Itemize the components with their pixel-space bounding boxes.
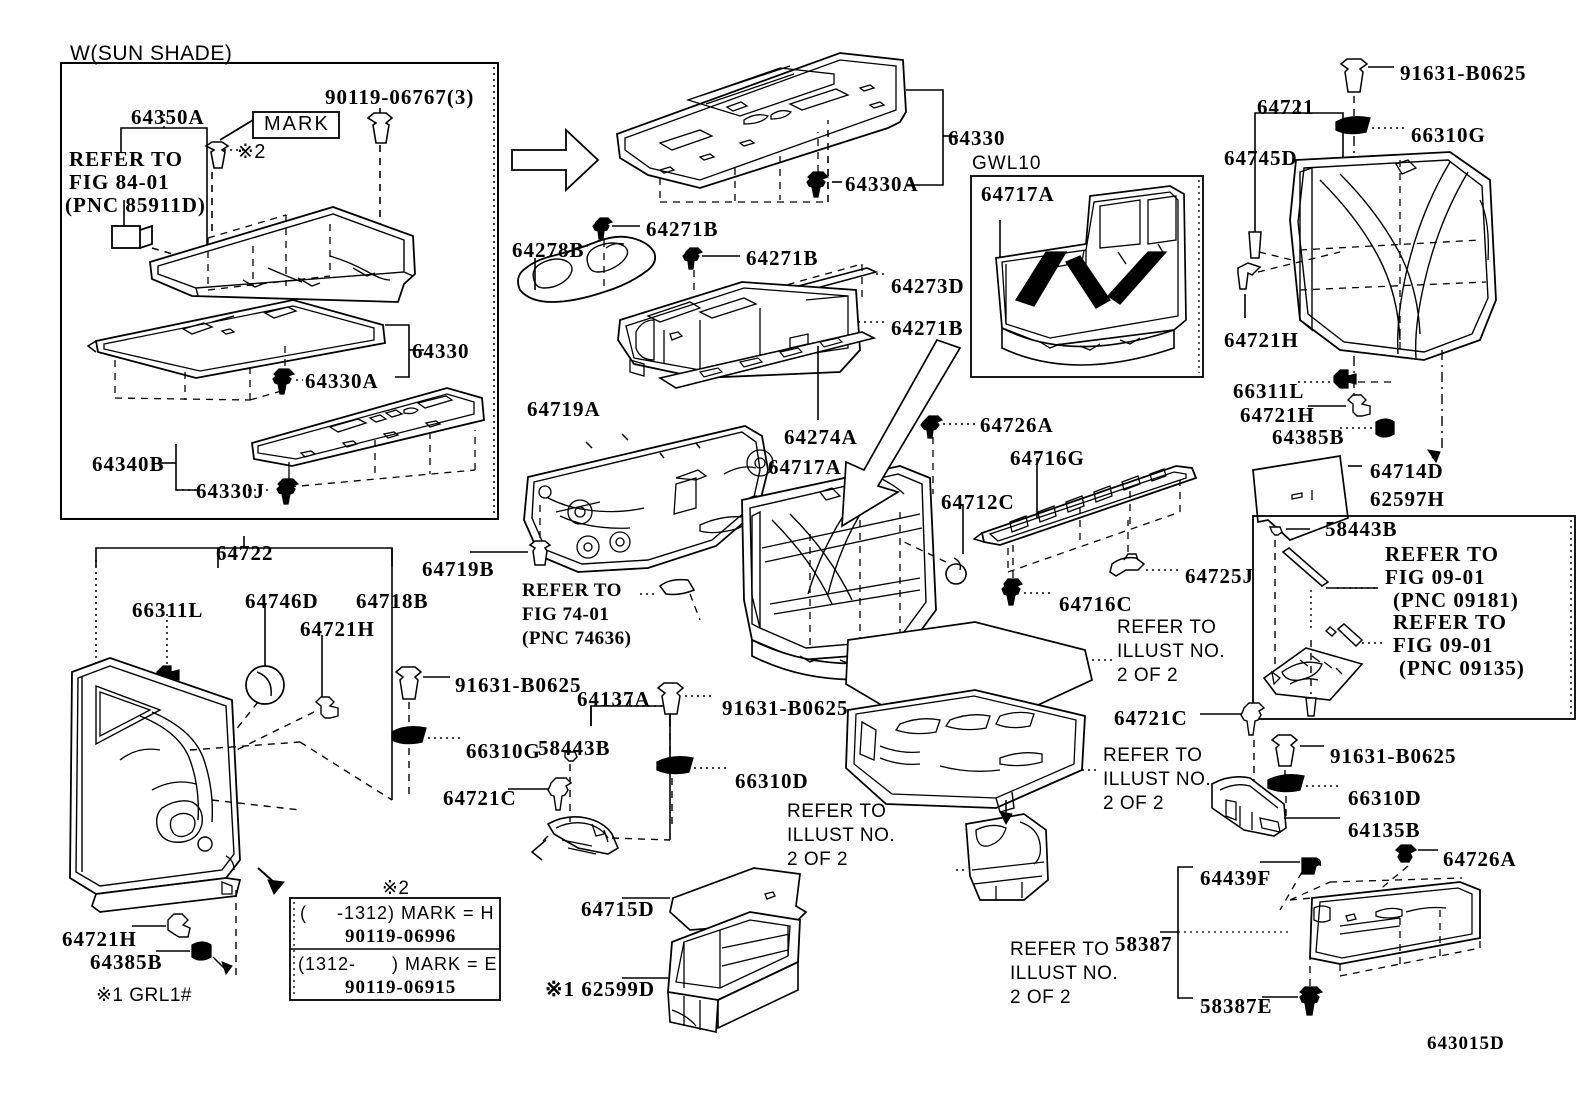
refer-illust-4-line3: 2 OF 2 — [1010, 987, 1072, 1008]
part-64719b: 64719B — [422, 557, 495, 581]
part-58443b-l: 58443B — [538, 736, 611, 760]
part-64719a: 64719A — [527, 397, 601, 421]
refer-illust-2-line3: 2 OF 2 — [1103, 793, 1165, 814]
refer-illust-2-line1: REFER TO — [1103, 745, 1203, 766]
refer-illust-2-line2: ILLUST NO. — [1103, 769, 1212, 790]
part-64273d: 64273D — [891, 274, 965, 298]
mark-table-header: ※2 — [382, 878, 410, 899]
refer-fig74-line3: (PNC 74636) — [522, 628, 632, 649]
footnote-grl: ※1 GRL1# — [96, 985, 192, 1006]
part-64271b-2: 64271B — [746, 246, 819, 270]
part-64718b: 64718B — [356, 589, 429, 613]
part-64721c-r: 64721C — [1114, 706, 1188, 730]
part-66310d-m: 66310D — [735, 769, 809, 793]
part-64721h-l: 64721H — [300, 617, 375, 641]
part-91631-b0625-r: 91631-B0625 — [1330, 744, 1457, 768]
part-64721: 64721 — [1257, 95, 1315, 119]
refer-illust-4-line1: REFER TO — [1010, 939, 1110, 960]
refer-illust-4-line2: ILLUST NO. — [1010, 963, 1119, 984]
part-62599d: ※1 62599D — [545, 977, 656, 1001]
refer-09-line3: (PNC 09181) — [1393, 588, 1519, 612]
part-64722: 64722 — [216, 541, 274, 565]
mark-table-row1-part: 90119-06996 — [345, 926, 457, 947]
part-64746d: 64746D — [245, 589, 319, 613]
part-90119-06767: 90119-06767(3) — [325, 85, 475, 109]
part-58387e: 58387E — [1200, 994, 1273, 1018]
mark-table-row2-condition: (1312- ) MARK = E — [298, 954, 498, 974]
part-64726a-br: 64726A — [1443, 847, 1517, 871]
part-66310d-r: 66310D — [1348, 786, 1422, 810]
part-64721h-r1: 64721H — [1224, 328, 1299, 352]
part-64278b: 64278B — [512, 238, 585, 262]
part-64721c-l: 64721C — [443, 786, 517, 810]
refer-09-line1: REFER TO — [1385, 542, 1500, 566]
refer-fig84-line2: FIG 84-01 — [69, 170, 170, 194]
part-64745d: 64745D — [1224, 146, 1298, 170]
part-64135b: 64135B — [1348, 818, 1421, 842]
part-64274a: 64274A — [784, 425, 858, 449]
refer-09-line6: (PNC 09135) — [1399, 656, 1525, 680]
part-64385b-r: 64385B — [1272, 425, 1345, 449]
part-64716g: 64716G — [1010, 446, 1085, 470]
mark-footnote-ref: ※2 — [237, 141, 266, 163]
part-91631-b0625-top: 91631-B0625 — [1400, 61, 1527, 85]
refer-09-line4: REFER TO — [1393, 610, 1508, 634]
part-64330a: 64330A — [845, 172, 919, 196]
refer-fig84-line1: REFER TO — [69, 147, 184, 171]
part-62597h: 62597H — [1370, 487, 1445, 511]
part-64330-left: 64330 — [412, 339, 470, 363]
refer-fig84-line3: (PNC 85911D) — [65, 193, 206, 217]
part-64715d: 64715D — [581, 897, 655, 921]
part-64340b: 64340B — [92, 452, 165, 476]
refer-09-line5: FIG 09-01 — [1393, 633, 1494, 657]
part-64717a-gwl: 64717A — [981, 182, 1055, 206]
mark-callout-label: MARK — [264, 113, 330, 135]
part-64330: 64330 — [948, 126, 1006, 150]
refer-illust-3-line1: REFER TO — [787, 801, 887, 822]
mark-table-row1-condition: ( -1312) MARK = H — [300, 903, 495, 923]
refer-illust-3-line3: 2 OF 2 — [787, 849, 849, 870]
part-91631-b0625-l: 91631-B0625 — [455, 673, 582, 697]
part-64726a-top: 64726A — [980, 413, 1054, 437]
part-64330a-left: 64330A — [305, 369, 379, 393]
part-64439f: 64439F — [1200, 866, 1272, 890]
part-66311l-r: 66311L — [1233, 379, 1305, 403]
part-64271b-1: 64271B — [646, 217, 719, 241]
part-58387: 58387 — [1115, 932, 1173, 956]
part-64271b-3: 64271B — [891, 316, 964, 340]
sunshade-panel-heading: W(SUN SHADE) — [70, 42, 233, 65]
part-64137a: 64137A — [577, 687, 651, 711]
refer-09-line2: FIG 09-01 — [1385, 565, 1486, 589]
part-58443b-box: 58443B — [1325, 517, 1398, 541]
refer-fig74-line2: FIG 74-01 — [522, 604, 610, 625]
part-64725j: 64725J — [1185, 564, 1254, 588]
part-64712c: 64712C — [941, 490, 1015, 514]
mark-table-row2-part: 90119-06915 — [345, 977, 457, 998]
part-66311l-l: 66311L — [132, 598, 204, 622]
part-64385b-bl: 64385B — [90, 950, 163, 974]
part-66310g-right: 66310G — [1411, 123, 1486, 147]
part-64721h-r2: 64721H — [1240, 403, 1315, 427]
part-64330j: 64330J — [196, 479, 265, 503]
diagram-id: 643015D — [1427, 1033, 1505, 1054]
gwl10-label: GWL10 — [972, 153, 1042, 174]
part-64721h-bl: 64721H — [62, 927, 137, 951]
part-66310g-l: 66310G — [466, 739, 541, 763]
part-64716c: 64716C — [1059, 592, 1133, 616]
part-64714d: 64714D — [1370, 459, 1444, 483]
refer-fig74-line1: REFER TO — [522, 580, 622, 601]
part-64717a-main: 64717A — [768, 455, 842, 479]
refer-illust-1-line1: REFER TO — [1117, 617, 1217, 638]
refer-illust-1-line3: 2 OF 2 — [1117, 665, 1179, 686]
refer-illust-3-line2: ILLUST NO. — [787, 825, 896, 846]
part-64350a: 64350A — [131, 105, 205, 129]
part-91631-b0625-m: 91631-B0625 — [722, 696, 849, 720]
refer-illust-1-line2: ILLUST NO. — [1117, 641, 1226, 662]
